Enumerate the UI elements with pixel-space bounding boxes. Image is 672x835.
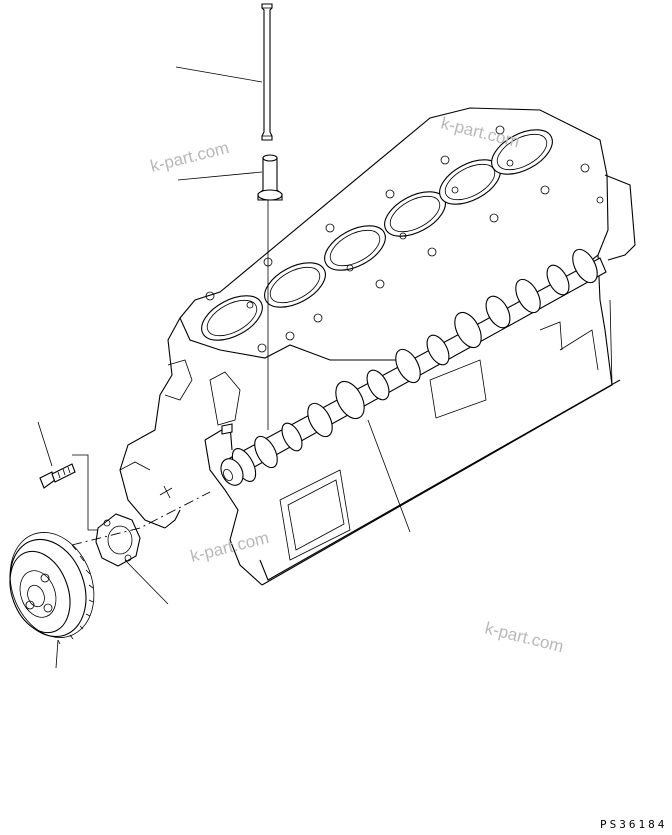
camshaft (220, 248, 607, 486)
drawing-code: PS36184 (600, 818, 667, 831)
engine-block (119, 107, 636, 586)
push-rod (261, 3, 273, 141)
watermark-3: k-part.com (188, 528, 271, 566)
watermark-1: k-part.com (148, 138, 231, 176)
alignment-mark (159, 485, 173, 499)
camshaft-gear (9, 532, 95, 645)
thrust-plate (95, 513, 141, 567)
valve-tappet (257, 154, 283, 201)
cylinder-bores (201, 129, 553, 341)
mounting-bolt (39, 463, 76, 489)
watermark-4: k-part.com (483, 618, 566, 656)
key-pin (221, 423, 233, 435)
leader-lines (37, 66, 411, 669)
assembly-center-line (71, 491, 211, 546)
